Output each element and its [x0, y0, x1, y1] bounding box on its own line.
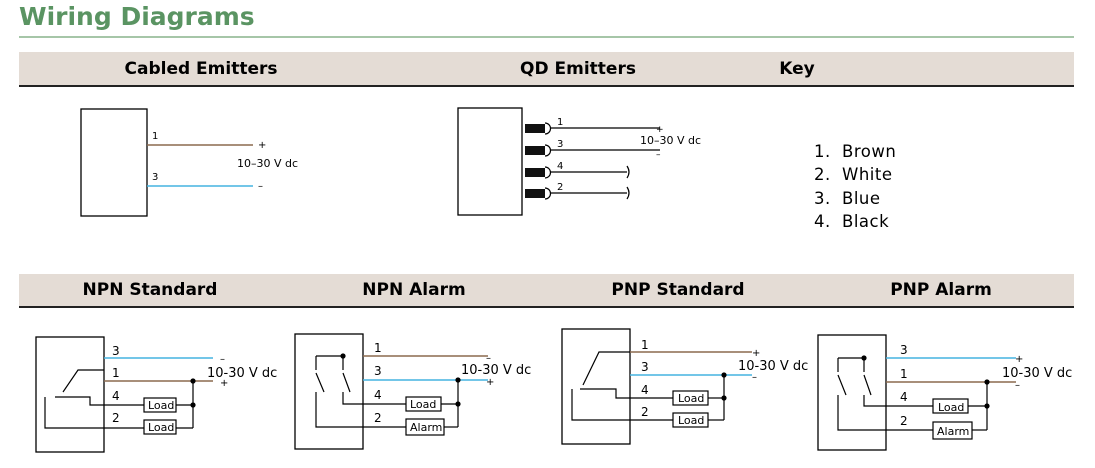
svg-text:3: 3	[112, 344, 120, 358]
page-title: Wiring Diagrams	[19, 2, 255, 31]
npn-alarm-diagram: 1 3 4 2 – + 10-30 V dc Load Alarm	[294, 333, 531, 450]
svg-text:Load: Load	[678, 414, 704, 427]
svg-text:+: +	[486, 377, 494, 388]
key-item: 3.Blue	[814, 188, 881, 208]
svg-text:–: –	[486, 353, 491, 364]
svg-text:10-30 V dc: 10-30 V dc	[1002, 366, 1072, 381]
svg-text:Load: Load	[148, 421, 174, 434]
svg-text:Load: Load	[938, 401, 964, 414]
svg-text:Load: Load	[148, 399, 174, 412]
svg-text:+: +	[258, 140, 266, 151]
key-list: 1.Brown 2.White 3.Blue 4.Black	[814, 140, 896, 233]
svg-text:–: –	[258, 181, 263, 192]
svg-text:–: –	[656, 150, 661, 160]
pnp-alarm-diagram: 3 1 4 2 + – 10-30 V dc Load Alarm	[817, 334, 1072, 451]
key-item: 1.Brown	[814, 142, 897, 161]
svg-text:2: 2	[900, 414, 908, 428]
header-qd-emitters: QD Emitters	[520, 59, 636, 79]
pnp-standard-diagram: 1 3 4 2 + – 10-30 V dc Load Load	[561, 328, 808, 445]
bottom-header-bar	[19, 274, 1074, 308]
svg-text:4: 4	[557, 161, 563, 172]
svg-text:2: 2	[557, 182, 563, 193]
svg-text:Alarm: Alarm	[410, 421, 442, 434]
svg-text:3: 3	[152, 172, 158, 183]
svg-text:2: 2	[641, 405, 649, 419]
svg-text:3: 3	[900, 343, 908, 357]
svg-text:4: 4	[641, 383, 649, 397]
header-pnp-standard: PNP Standard	[611, 280, 745, 300]
svg-text:2: 2	[374, 411, 382, 425]
header-key: Key	[779, 59, 815, 79]
svg-text:–: –	[752, 372, 757, 383]
svg-text:+: +	[656, 125, 664, 135]
svg-text:1: 1	[374, 341, 382, 355]
svg-text:–: –	[1015, 380, 1020, 391]
svg-text:10-30 V dc: 10-30 V dc	[738, 359, 808, 374]
svg-text:4: 4	[374, 388, 382, 402]
header-npn-alarm: NPN Alarm	[362, 280, 466, 300]
key-item: 4.Black	[814, 211, 890, 231]
svg-text:Load: Load	[678, 392, 704, 405]
svg-text:–: –	[220, 354, 225, 365]
header-npn-standard: NPN Standard	[82, 280, 218, 300]
svg-text:2: 2	[112, 411, 120, 425]
svg-text:3: 3	[557, 139, 563, 150]
svg-text:1: 1	[641, 338, 649, 352]
svg-text:Alarm: Alarm	[937, 425, 969, 438]
header-cabled-emitters: Cabled Emitters	[124, 59, 278, 79]
svg-text:+: +	[1015, 354, 1023, 365]
svg-text:+: +	[220, 378, 228, 389]
svg-text:+: +	[752, 348, 760, 359]
title-rule	[19, 36, 1074, 38]
npn-standard-diagram: 3 1 4 2 – + 10-30 V dc Load Load	[35, 336, 277, 453]
svg-text:10-30 V dc: 10-30 V dc	[207, 366, 277, 381]
svg-text:3: 3	[374, 364, 382, 378]
svg-text:3: 3	[641, 360, 649, 374]
svg-text:10–30 V dc: 10–30 V dc	[640, 134, 701, 147]
svg-text:4: 4	[900, 390, 908, 404]
svg-text:1: 1	[557, 117, 563, 128]
svg-text:10–30 V dc: 10–30 V dc	[237, 157, 298, 170]
qd-emitter-diagram: 1 3 4 2 + – 10–30 V dc	[457, 107, 701, 216]
svg-text:1: 1	[152, 131, 158, 142]
svg-text:1: 1	[112, 366, 120, 380]
svg-text:10-30 V dc: 10-30 V dc	[461, 363, 531, 378]
svg-text:1: 1	[900, 367, 908, 381]
svg-text:4: 4	[112, 389, 120, 403]
svg-text:Load: Load	[410, 398, 436, 411]
top-header-bar	[19, 52, 1074, 87]
cabled-emitter-diagram: 1 3 + – 10–30 V dc	[80, 108, 298, 217]
header-pnp-alarm: PNP Alarm	[890, 280, 992, 300]
key-item: 2.White	[814, 165, 893, 185]
